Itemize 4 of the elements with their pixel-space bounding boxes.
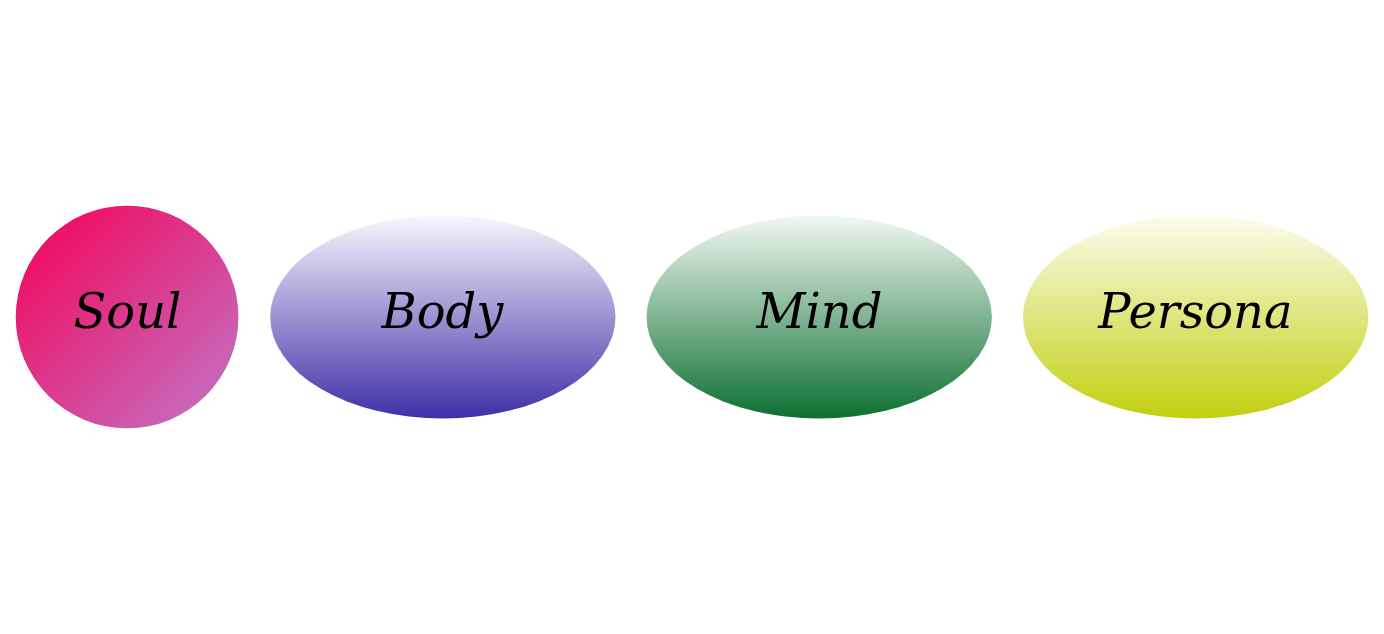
node-ellipse: Persona (1022, 215, 1369, 419)
node-circle: Soul (15, 205, 239, 429)
node-ellipse: Mind (646, 215, 992, 419)
node-ellipse: Body (270, 215, 616, 419)
